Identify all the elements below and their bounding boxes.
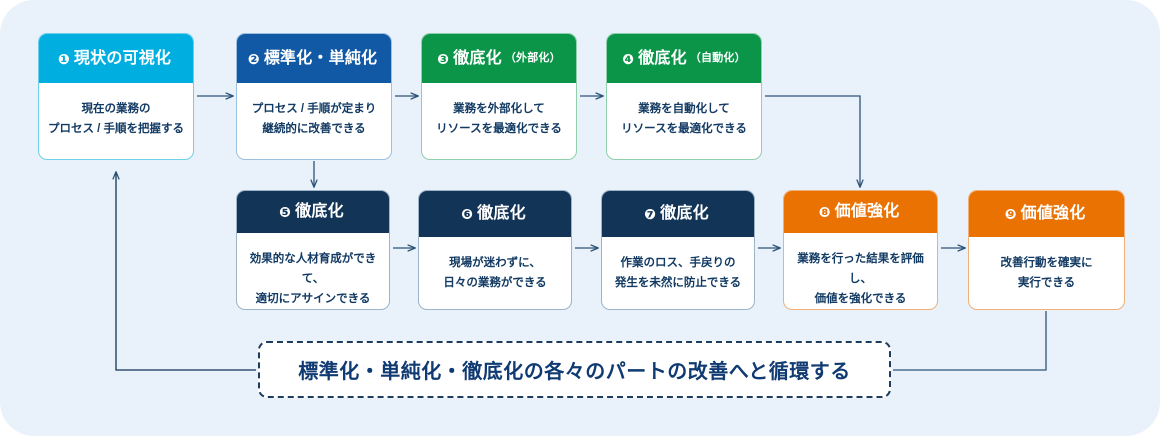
- node-5[interactable]: ❺ 徹底化 効果的な人材育成ができて、 適切にアサインできる: [236, 190, 390, 310]
- node-6[interactable]: ❻ 徹底化 現場が迷わずに、 日々の業務ができる: [418, 190, 572, 310]
- node-4[interactable]: ❹ 徹底化 （自動化） 業務を自動化して リソースを最適化できる: [606, 33, 762, 160]
- node-9[interactable]: ❾ 価値強化 改善行動を確実に 実行できる: [968, 190, 1125, 310]
- node-8-body: 業務を行った結果を評価し、 価値を強化できる: [797, 252, 924, 305]
- node-2-header: ❷ 標準化・単純化: [237, 34, 391, 83]
- node-8[interactable]: ❽ 価値強化 業務を行った結果を評価し、 価値を強化できる: [783, 190, 938, 310]
- node-4-number: ❹: [622, 50, 635, 67]
- node-3-number: ❸: [437, 50, 450, 67]
- node-2-body: プロセス / 手順が定まり 継続的に改善できる: [251, 103, 377, 136]
- node-7-number: ❼: [644, 206, 657, 222]
- node-7-header: ❼ 徹底化: [602, 191, 754, 237]
- node-4-subtitle: （自動化）: [689, 52, 746, 64]
- node-6-title: 徹底化: [477, 205, 526, 222]
- node-3-title: 徹底化: [453, 49, 502, 67]
- node-8-title: 価値強化: [834, 202, 900, 220]
- node-9-header: ❾ 価値強化: [969, 191, 1124, 237]
- node-6-header: ❻ 徹底化: [419, 191, 571, 237]
- node-1[interactable]: ❶ 現状の可視化 現在の業務の プロセス / 手順を把握する: [38, 33, 194, 160]
- node-1-title: 現状の可視化: [73, 49, 172, 67]
- node-7[interactable]: ❼ 徹底化 作業のロス、手戻りの 発生を未然に防止できる: [601, 190, 755, 310]
- node-4-body: 業務を自動化して リソースを最適化できる: [621, 103, 747, 136]
- node-9-title: 価値強化: [1020, 205, 1086, 222]
- node-2-number: ❷: [247, 50, 260, 67]
- node-6-body: 現場が迷わずに、 日々の業務ができる: [443, 257, 547, 290]
- node-1-body: 現在の業務の プロセス / 手順を把握する: [47, 103, 185, 136]
- node-8-header: ❽ 価値強化: [784, 191, 937, 233]
- node-1-number: ❶: [57, 50, 70, 67]
- cycle-banner: 標準化・単純化・徹底化の各々のパートの改善へと循環する: [258, 341, 891, 398]
- node-9-body: 改善行動を確実に 実行できる: [1000, 257, 1093, 290]
- node-9-number: ❾: [1004, 206, 1017, 222]
- node-8-number: ❽: [818, 203, 831, 220]
- cycle-banner-text: 標準化・単純化・徹底化の各々のパートの改善へと循環する: [298, 361, 851, 383]
- node-5-body: 効果的な人材育成ができて、 適切にアサインできる: [249, 252, 377, 305]
- node-3-subtitle: （外部化）: [504, 52, 561, 64]
- node-5-header: ❺ 徹底化: [237, 191, 389, 233]
- node-6-number: ❻: [461, 206, 474, 222]
- node-4-header: ❹ 徹底化 （自動化）: [607, 34, 761, 83]
- node-1-header: ❶ 現状の可視化: [39, 34, 193, 83]
- node-4-title: 徹底化: [638, 49, 687, 67]
- node-3-body: 業務を外部化して リソースを最適化できる: [436, 103, 562, 136]
- node-5-number: ❺: [279, 203, 292, 220]
- node-2-title: 標準化・単純化: [263, 49, 378, 67]
- node-2[interactable]: ❷ 標準化・単純化 プロセス / 手順が定まり 継続的に改善できる: [236, 33, 392, 160]
- node-3-header: ❸ 徹底化 （外部化）: [422, 34, 576, 83]
- node-3[interactable]: ❸ 徹底化 （外部化） 業務を外部化して リソースを最適化できる: [421, 33, 577, 160]
- node-7-body: 作業のロス、手戻りの 発生を未然に防止できる: [614, 257, 742, 290]
- node-5-title: 徹底化: [295, 202, 344, 220]
- node-7-title: 徹底化: [660, 205, 709, 222]
